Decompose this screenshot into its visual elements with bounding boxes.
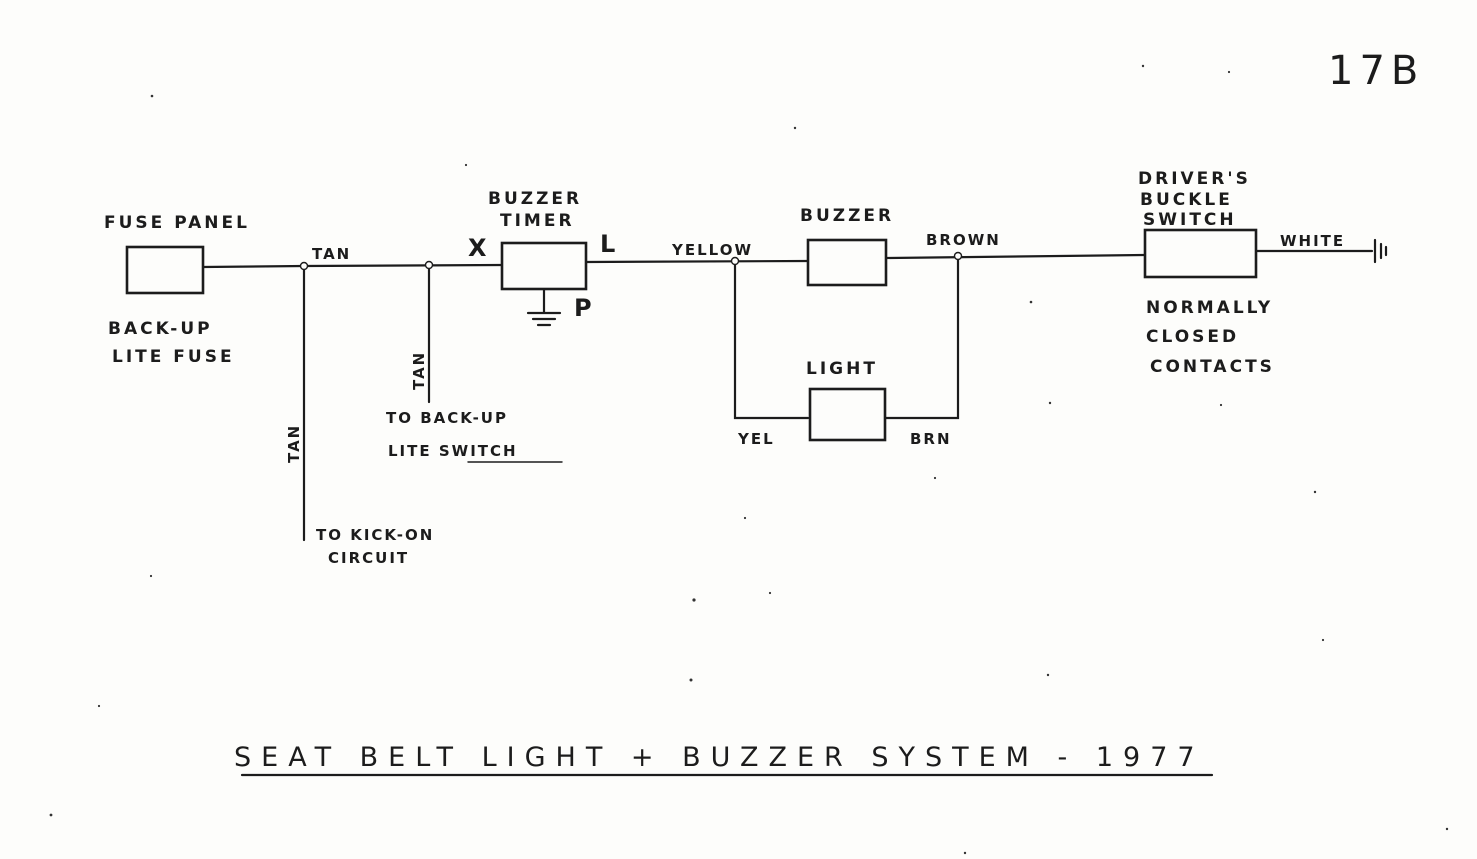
fuse-panel-label: FUSE PANEL (104, 213, 250, 233)
buckle-switch-label-2: BUCKLE (1140, 190, 1233, 210)
diagram-title: SEAT BELT LIGHT + BUZZER SYSTEM - 1977 (234, 742, 1205, 773)
buckle-switch-label-3: SWITCH (1143, 210, 1237, 230)
wire-label-yellow: YELLOW (671, 241, 753, 259)
wire-brn (883, 254, 960, 420)
buzzer-box (806, 238, 888, 287)
splice-node-brown (953, 251, 963, 261)
wire-label-white: WHITE (1280, 232, 1345, 250)
terminal-x-label: X (468, 234, 488, 262)
dest-backup-2: LITE SWITCH (388, 442, 518, 460)
splice-node-yellow (730, 256, 740, 266)
splice-node-tan-1 (299, 261, 309, 271)
fuse-panel-box (125, 245, 205, 295)
wire-group (201, 238, 1388, 542)
dest-kickon-2: CIRCUIT (328, 549, 409, 567)
buckle-caption-1: NORMALLY (1146, 298, 1273, 318)
wire-yellow (584, 259, 810, 264)
buckle-caption-3: CONTACTS (1150, 357, 1275, 377)
dest-backup-1: TO BACK-UP (386, 409, 508, 427)
wire-label-brn: BRN (910, 430, 952, 448)
scan-specks (49, 64, 1449, 855)
light-label: LIGHT (806, 359, 878, 379)
fuse-caption-2: LITE FUSE (112, 347, 235, 367)
wire-brown (884, 253, 1147, 260)
wire-label-tan-backup: TAN (410, 351, 428, 390)
terminal-p-label: P (574, 294, 593, 322)
wire-label-yel: YEL (737, 430, 775, 448)
wire-label-brown: BROWN (926, 231, 1001, 249)
buzzer-timer-box (500, 241, 588, 291)
buckle-switch-box (1143, 228, 1258, 279)
splice-node-tan-2 (424, 260, 434, 270)
buckle-caption-2: CLOSED (1146, 327, 1239, 347)
buzzer-label: BUZZER (800, 206, 894, 226)
wire-label-tan-kickon: TAN (285, 424, 303, 463)
wire-label-tan-main: TAN (312, 245, 351, 263)
buzzer-timer-label-2: TIMER (500, 211, 575, 231)
dest-kickon-1: TO KICK-ON (316, 526, 434, 544)
fuse-caption-1: BACK-UP (108, 319, 213, 339)
light-box (808, 387, 887, 442)
wire-tan-main (302, 263, 504, 268)
buckle-switch-label-1: DRIVER'S (1138, 169, 1251, 189)
page-number: 17B (1328, 48, 1424, 94)
terminal-l-label: L (600, 230, 616, 258)
buzzer-timer-label-1: BUZZER (488, 189, 582, 209)
wire-yel (733, 259, 810, 420)
wire-fuse-out (201, 264, 306, 269)
